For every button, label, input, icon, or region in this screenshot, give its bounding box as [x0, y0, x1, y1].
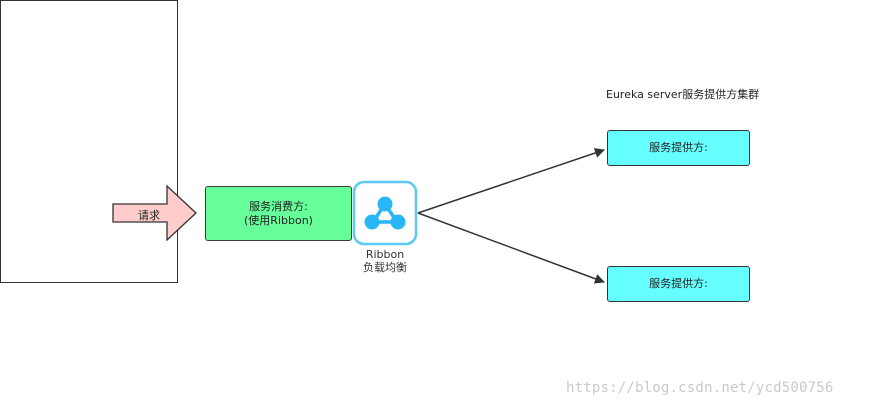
- ribbon-label: Ribbon 负载均衡: [356, 248, 414, 274]
- connector-to-provider-1: [417, 148, 605, 214]
- request-arrow: [112, 184, 197, 242]
- ribbon-description: 负载均衡: [363, 261, 407, 274]
- provider-label: 服务提供方:: [649, 277, 708, 290]
- service-provider-node: 服务提供方:: [607, 266, 750, 302]
- consumer-title: 服务消费方:: [249, 199, 308, 213]
- service-provider-node: 服务提供方:: [607, 130, 750, 166]
- provider-cluster-container: [0, 0, 178, 283]
- connector-to-provider-2: [417, 212, 605, 284]
- network-node-icon: [352, 180, 418, 246]
- provider-label: 服务提供方:: [649, 141, 708, 154]
- consumer-subtitle: (使用Ribbon): [244, 213, 313, 227]
- service-consumer-node: 服务消费方: (使用Ribbon): [205, 186, 352, 241]
- ribbon-name: Ribbon: [365, 248, 405, 261]
- request-label: 请求: [138, 209, 160, 222]
- watermark-url: https://blog.csdn.net/ycd500756: [566, 380, 834, 396]
- cluster-title: Eureka server服务提供方集群: [606, 88, 760, 101]
